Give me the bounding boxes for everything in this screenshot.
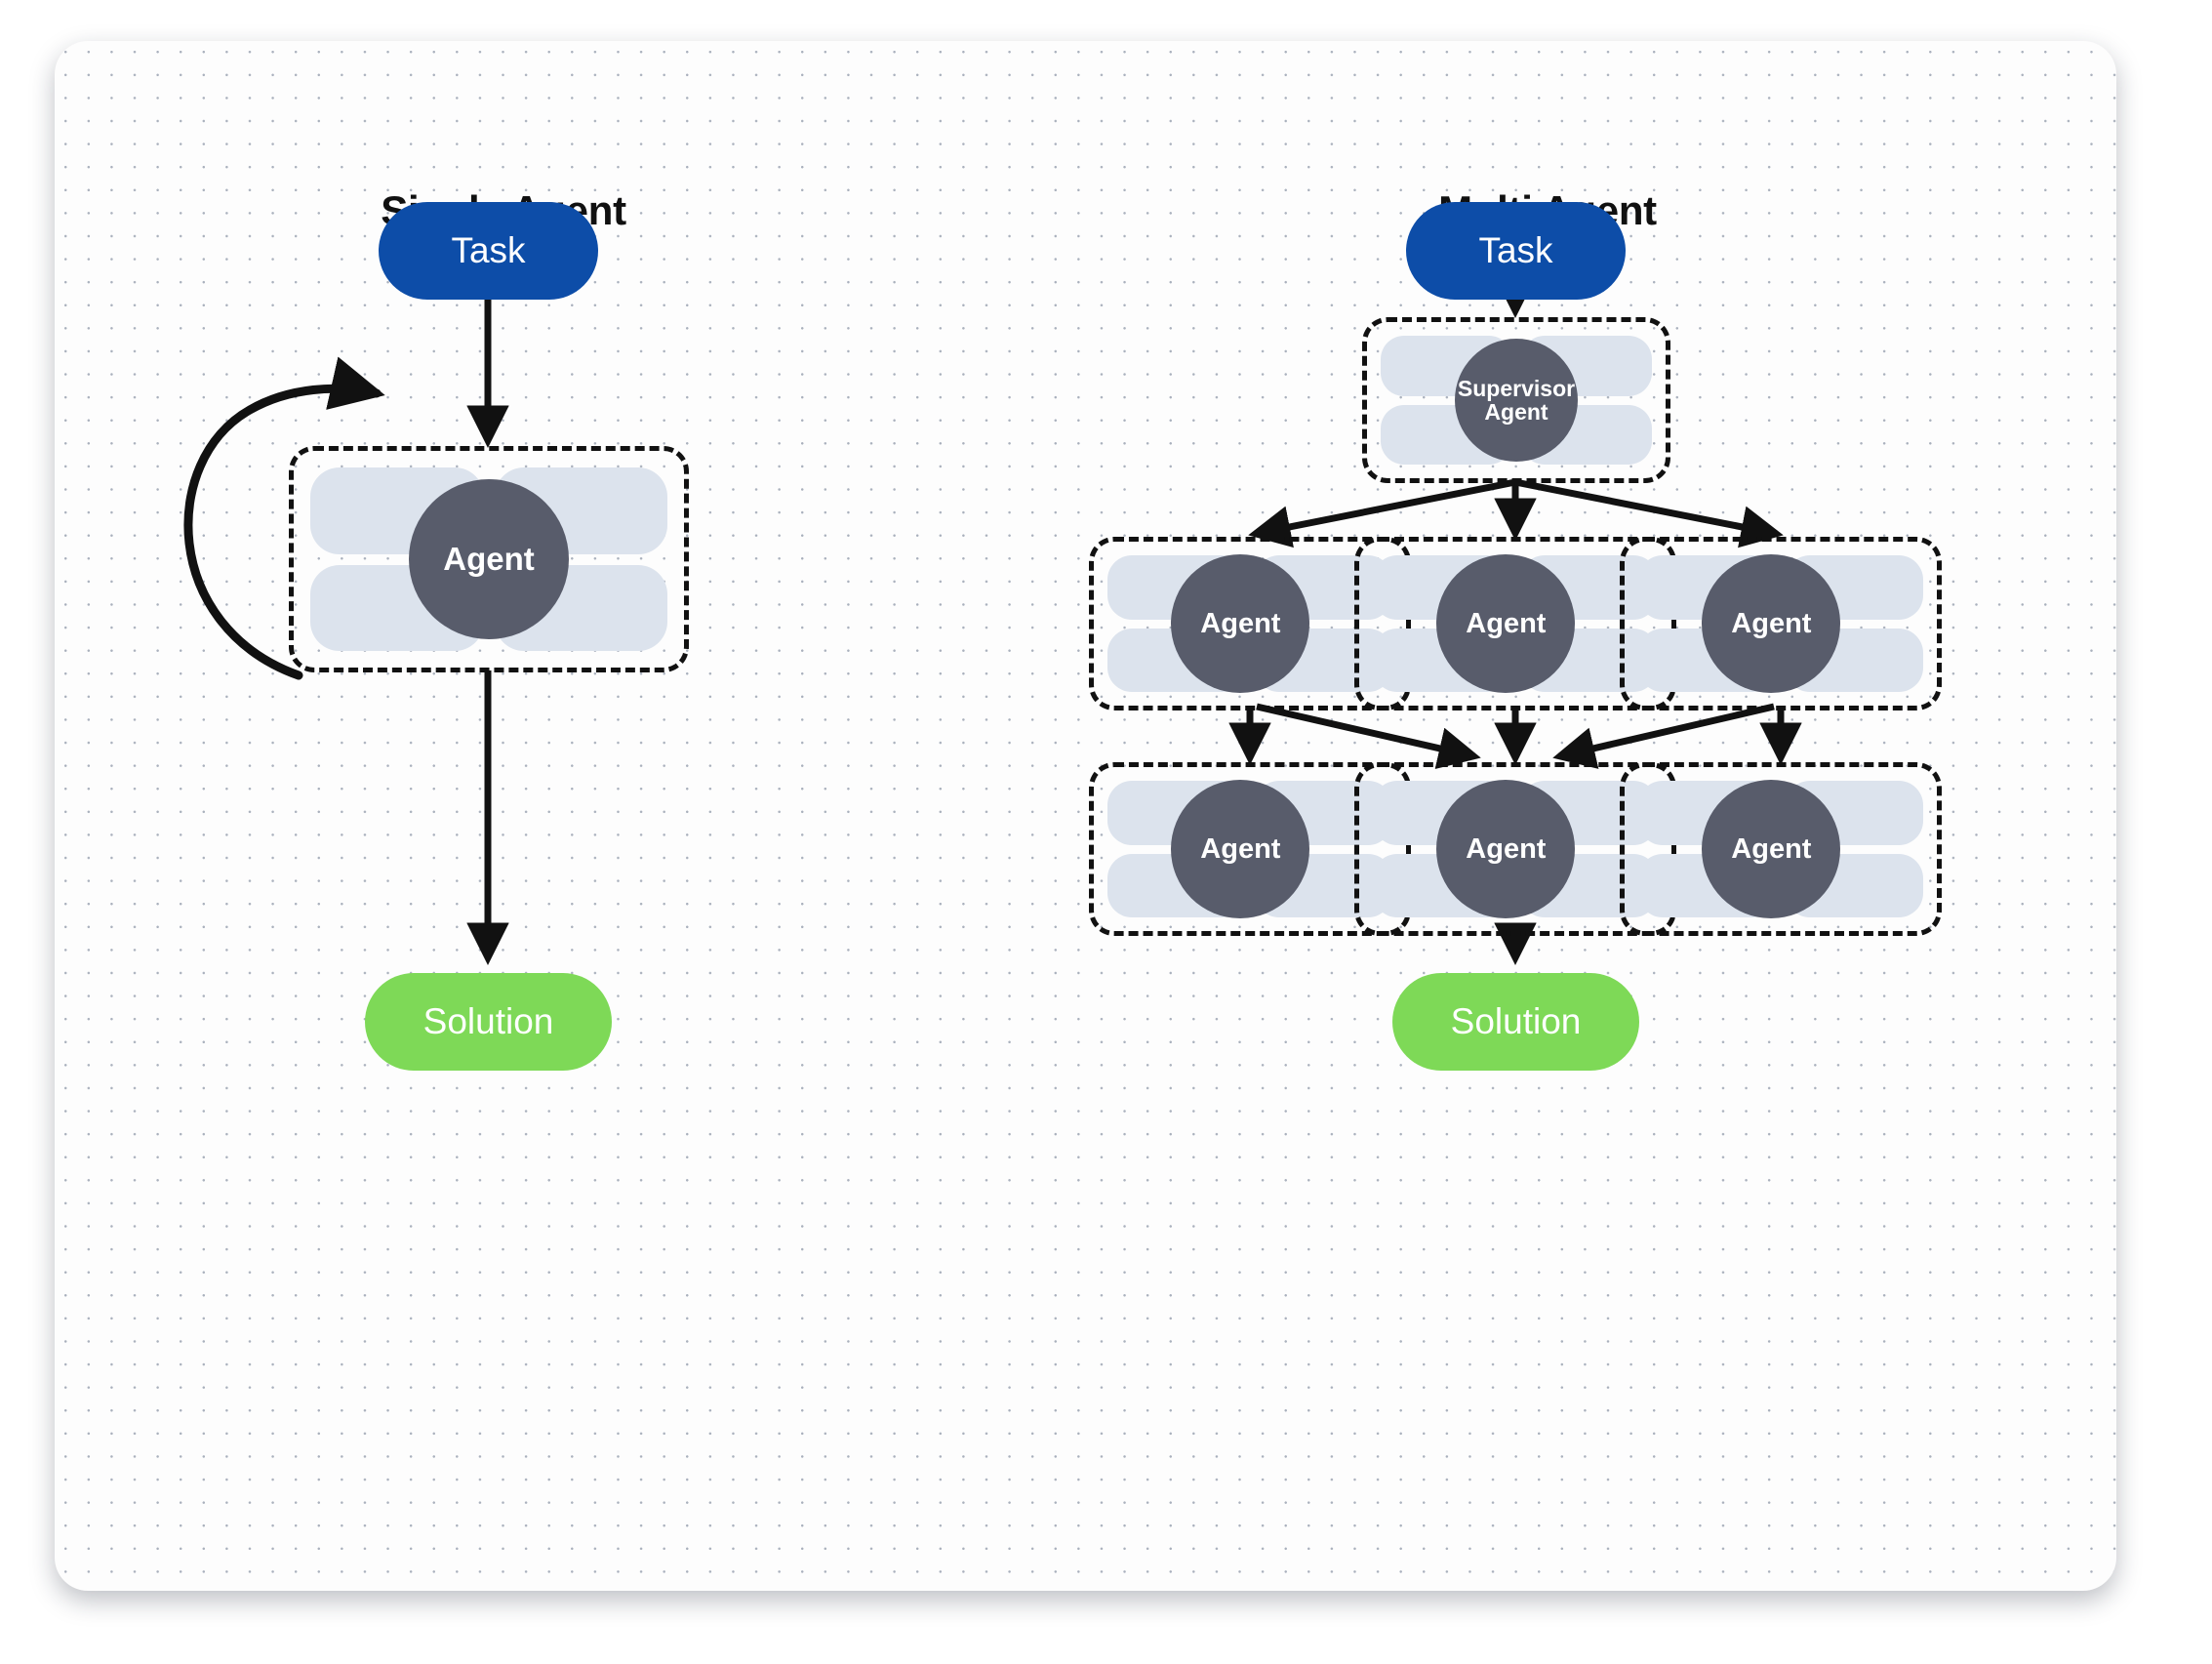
- supervisor-agent-group: Supervisor Agent: [1362, 317, 1670, 483]
- multi-agent-row2-item-1: Agent: [1089, 762, 1411, 936]
- agent-label: Agent: [1466, 832, 1547, 865]
- single-agent-group: Agent: [289, 446, 689, 672]
- single-task-label: Task: [451, 230, 526, 270]
- multi-agent-row1-item-1: Agent: [1089, 537, 1411, 710]
- edge-agent-3-to-agent-5: [1552, 703, 1775, 769]
- agent-circle: Agent: [1436, 554, 1576, 693]
- agent-label: Agent: [1731, 607, 1812, 639]
- agent-circle: Agent: [1171, 554, 1310, 693]
- agent-label: Agent: [1200, 832, 1281, 865]
- agent-label: Agent: [1731, 832, 1812, 865]
- agent-circle: Agent: [1436, 780, 1576, 918]
- diagram-card: Single Agent Task Agent Solution Multi A…: [55, 41, 2116, 1591]
- single-agent-circle: Agent: [409, 479, 569, 639]
- edge-supervisor-to-agent-3: [1514, 478, 1784, 548]
- single-agent-label: Agent: [443, 540, 535, 577]
- agent-circle: Agent: [1702, 780, 1841, 918]
- supervisor-agent-label-line1: Supervisor: [1457, 375, 1576, 401]
- edge-agent-1-to-agent-5: [1256, 703, 1481, 770]
- edge-supervisor-to-agent-1: [1248, 478, 1516, 548]
- agent-label: Agent: [1200, 607, 1281, 639]
- multi-solution-label: Solution: [1450, 1001, 1582, 1041]
- multi-agent-row2-item-2: Agent: [1354, 762, 1676, 936]
- multi-task-node: Task: [1406, 202, 1626, 300]
- multi-task-label: Task: [1478, 230, 1553, 270]
- single-task-node: Task: [379, 202, 598, 300]
- agent-circle: Agent: [1171, 780, 1310, 918]
- multi-agent-row1-item-2: Agent: [1354, 537, 1676, 710]
- agent-label: Agent: [1466, 607, 1547, 639]
- supervisor-agent-label-line2: Agent: [1484, 399, 1548, 425]
- agent-circle: Agent: [1702, 554, 1841, 693]
- supervisor-agent-circle: Supervisor Agent: [1455, 339, 1578, 462]
- multi-agent-row2-item-3: Agent: [1620, 762, 1942, 936]
- multi-agent-row1-item-3: Agent: [1620, 537, 1942, 710]
- single-solution-label: Solution: [422, 1001, 554, 1041]
- multi-solution-node: Solution: [1392, 973, 1639, 1071]
- single-solution-node: Solution: [365, 973, 612, 1071]
